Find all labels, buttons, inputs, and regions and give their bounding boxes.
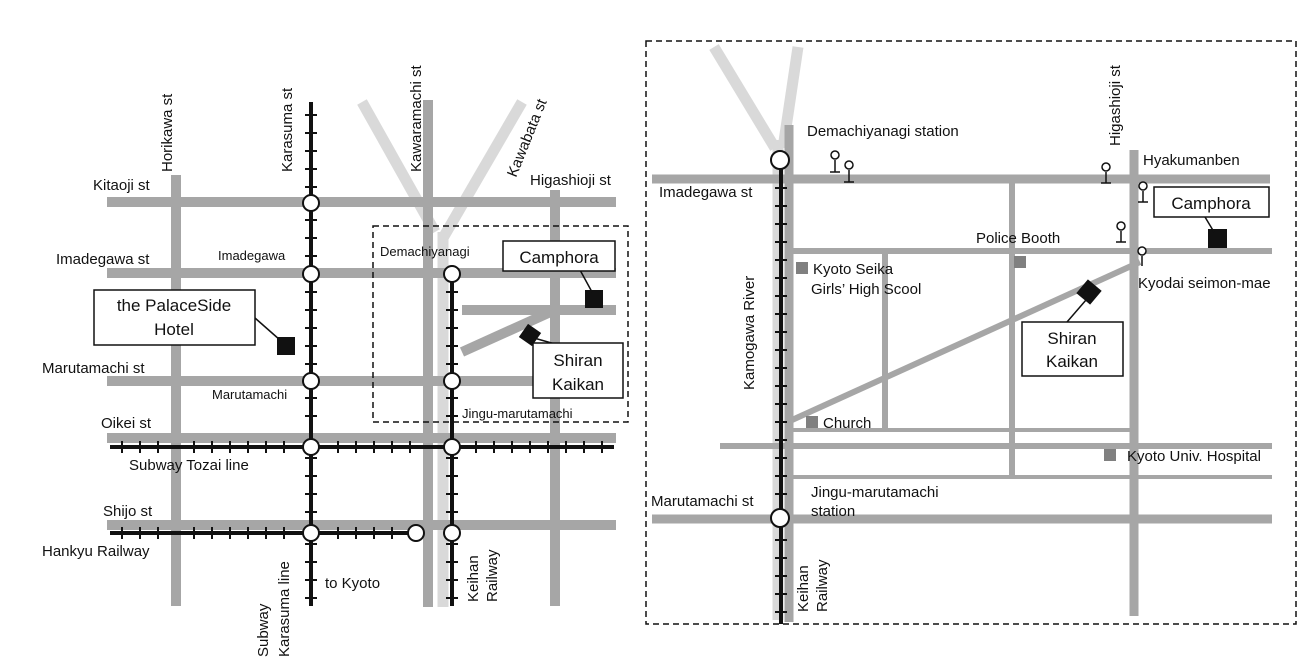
- palaceside-callout: [93, 289, 256, 346]
- station-marker: [443, 524, 461, 542]
- kawabata-st-label: Kawabata st: [504, 96, 551, 180]
- higashioji-st-label: Higashioji st: [530, 172, 612, 189]
- camphora-callout-left: [502, 240, 616, 272]
- marutamachi-st-label: Marutamachi st: [42, 360, 145, 377]
- palaceside-label-2: Hotel: [154, 320, 194, 339]
- imadegawa-station-label: Imadegawa: [218, 248, 286, 263]
- left-map: the PalaceSide Hotel Camphora Shiran Kai…: [42, 64, 629, 657]
- shiran-kaikan-marker-right: [1076, 279, 1102, 305]
- hospital-label: Kyoto Univ. Hospital: [1127, 448, 1261, 465]
- left-stations: [302, 194, 461, 542]
- shiran-label-right-2: Kaikan: [1046, 352, 1098, 371]
- horikawa-st-label: Horikawa st: [159, 93, 176, 172]
- station-marker: [302, 194, 320, 212]
- hankyu-railway-label: Hankyu Railway: [42, 543, 150, 560]
- karasuma-st-label: Karasuma st: [279, 87, 296, 172]
- school-marker: [796, 262, 808, 274]
- station-marker: [443, 265, 461, 283]
- kyodai-seimon-mae-label: Kyodai seimon-mae: [1138, 275, 1271, 292]
- station-marker: [302, 438, 320, 456]
- bus-stop-icon: [1116, 221, 1126, 243]
- railway-label-left: Railway: [484, 549, 501, 602]
- station-marker: [407, 524, 425, 542]
- kawaramachi-st-label: Kawaramachi st: [408, 64, 425, 172]
- camphora-marker-right: [1208, 229, 1227, 248]
- subway-label: Subway: [255, 603, 272, 657]
- bus-stop-icon: [830, 150, 840, 173]
- bus-stop-icon: [1101, 162, 1111, 184]
- right-map: Camphora Shiran Kaikan Demachiyanagi sta…: [645, 40, 1297, 625]
- camphora-marker-left: [585, 290, 603, 308]
- bus-stops: [830, 150, 1148, 266]
- kyoto-seika-label-1: Kyoto Seika: [813, 261, 894, 278]
- palaceside-label-1: the PalaceSide: [117, 296, 231, 315]
- kitaoji-st-label: Kitaoji st: [93, 177, 151, 194]
- shiran-label-left-1: Shiran: [553, 351, 602, 370]
- shiran-callout-left: [532, 342, 624, 399]
- railway-label-right: Railway: [814, 559, 831, 612]
- camphora-label-left: Camphora: [519, 248, 599, 267]
- station-marker: [302, 524, 320, 542]
- right-callout-leaders: [1066, 216, 1215, 323]
- to-kyoto-label: to Kyoto: [325, 575, 380, 592]
- oikei-st-label: Oikei st: [101, 415, 152, 432]
- kamogawa-river-label: Kamogawa River: [741, 276, 758, 390]
- shiran-label-left-2: Kaikan: [552, 375, 604, 394]
- shiran-kaikan-marker-left: [518, 323, 542, 347]
- right-map-frame: [645, 40, 1297, 625]
- station-marker: [302, 265, 320, 283]
- kyoto-seika-label-2: Girls’ High Scool: [811, 281, 921, 298]
- hyakumanben-label: Hyakumanben: [1143, 152, 1240, 169]
- camphora-callout-right: [1153, 186, 1270, 218]
- keihan-label-right: Keihan: [795, 565, 812, 612]
- kamo-river-left: [357, 99, 527, 607]
- karasuma-line-label: Karasuma line: [276, 561, 293, 657]
- tozai-line-label: Subway Tozai line: [129, 457, 249, 474]
- hospital-marker: [1104, 449, 1116, 461]
- higashioji-st-label-right: Higashioji st: [1107, 64, 1124, 146]
- demachiyanagi-station-marker: [770, 150, 790, 170]
- jingu-marutamachi-station-label: Jingu-marutamachi: [462, 406, 573, 421]
- right-keihan-rail: [775, 158, 787, 624]
- station-marker: [302, 372, 320, 390]
- church-marker: [806, 416, 818, 428]
- station-marker: [443, 372, 461, 390]
- bus-stop-icon: [1137, 246, 1147, 266]
- imadegawa-st-label-right: Imadegawa st: [659, 184, 753, 201]
- left-rails: [110, 102, 614, 606]
- demachiyanagi-station-label-right: Demachiyanagi station: [807, 123, 959, 140]
- police-booth-label: Police Booth: [976, 230, 1060, 247]
- police-booth-marker: [1014, 256, 1026, 268]
- bus-stop-icon: [844, 160, 854, 183]
- jingu-marutamachi-station-marker: [770, 508, 790, 528]
- church-label: Church: [823, 415, 871, 432]
- palaceside-hotel-marker: [277, 337, 295, 355]
- jingu-marutamachi-label-right-1: Jingu-marutamachi: [811, 484, 939, 501]
- jingu-marutamachi-label-right-2: station: [811, 503, 855, 520]
- camphora-label-right: Camphora: [1171, 194, 1251, 213]
- demachiyanagi-station-label: Demachiyanagi: [380, 244, 470, 259]
- marutamachi-station-label: Marutamachi: [212, 387, 287, 402]
- zoom-frame: [372, 225, 629, 423]
- right-roads: [652, 125, 1272, 622]
- marutamachi-st-label-right: Marutamachi st: [651, 493, 754, 510]
- bus-stop-icon: [1138, 181, 1148, 203]
- shiran-callout-right: [1021, 321, 1124, 377]
- shijo-st-label: Shijo st: [103, 503, 153, 520]
- keihan-label-left: Keihan: [465, 555, 482, 602]
- shiran-label-right-1: Shiran: [1047, 329, 1096, 348]
- imadegawa-st-label: Imadegawa st: [56, 251, 150, 268]
- station-marker: [443, 438, 461, 456]
